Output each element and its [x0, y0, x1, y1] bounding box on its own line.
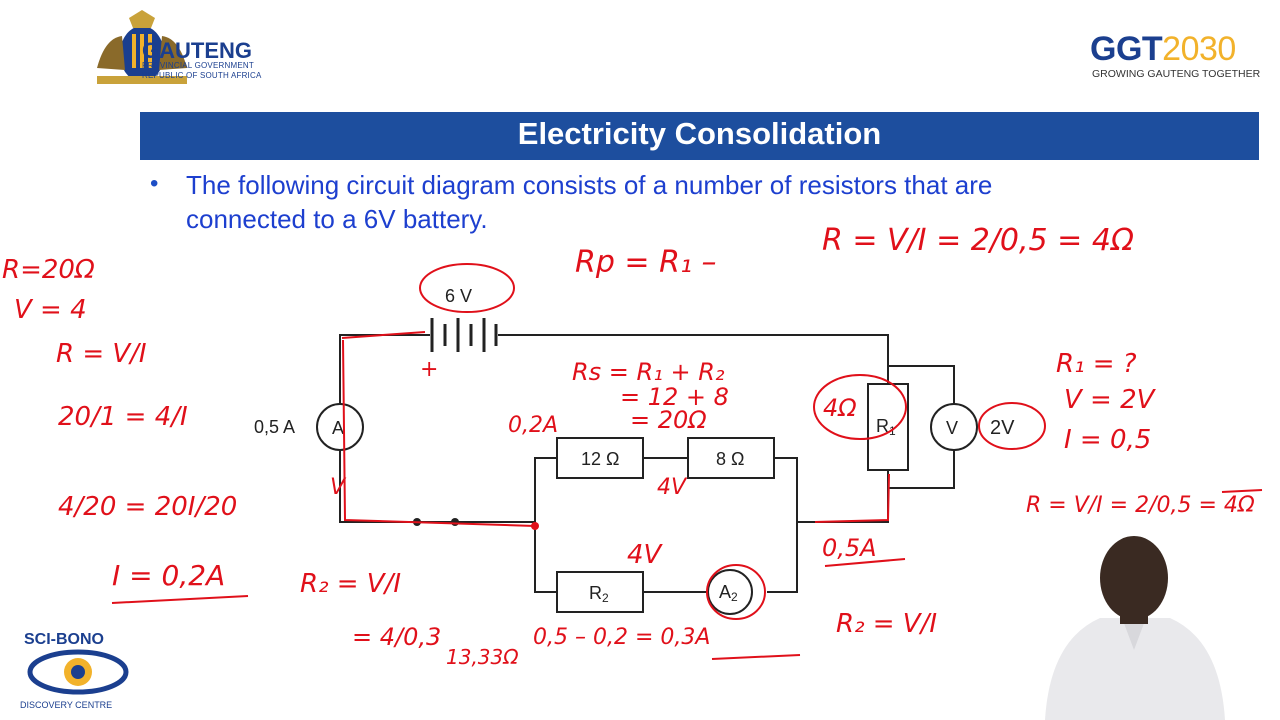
scibono-top-text: SCI-BONO [24, 631, 104, 648]
ammeter-symbol: A [332, 418, 344, 438]
battery-icon [430, 318, 498, 352]
rs-annotation-2: = 12 + 8 [620, 383, 729, 411]
resistor-8-ohm [687, 437, 775, 479]
r2-calc-annotation-3: 13,33Ω [446, 645, 519, 669]
rp-annotation: Rp = R₁ – [575, 245, 717, 280]
gauteng-coat-of-arms-icon [97, 10, 187, 84]
right-annotation-4: R = V/I = 2/0,5 = 4Ω [1026, 493, 1255, 518]
v-small-annotation: V [330, 475, 347, 500]
gov-name: GAUTENG [142, 38, 252, 63]
right-annotation-1: R₁ = ? [1056, 349, 1137, 379]
r-top-annotation: R = V/I = 2/0,5 = 4Ω [822, 223, 1134, 258]
rs-annotation-1: Rs = R₁ + R₂ [572, 358, 725, 386]
voltmeter-symbol: V [946, 418, 958, 438]
r2-bottom-annotation: R₂ = V/I [836, 609, 937, 639]
left-annotation-5: 4/20 = 20I/20 [58, 492, 237, 522]
presenter-video-icon [1045, 536, 1225, 720]
bullet-text-line-1: The following circuit diagram consists o… [186, 170, 993, 200]
current-02-annotation: 0,2A [508, 413, 558, 438]
r1-4ohm-annotation: 4Ω [823, 394, 857, 422]
current-subtraction-annotation: 0,5 – 0,2 = 0,3A [533, 625, 710, 650]
resistor-r1 [867, 383, 909, 471]
resistor-r1-label: R1 [876, 416, 896, 438]
gov-subtitle-2: REPUBLIC OF SOUTH AFRICA [142, 71, 262, 80]
resistor-12-ohm [556, 437, 644, 479]
junction-dot [451, 518, 459, 526]
slide-title: Electricity Consolidation [140, 112, 1259, 160]
gov-subtitle-1: PROVINCIAL GOVERNMENT [142, 61, 254, 70]
left-annotation-2: V = 4 [14, 295, 87, 325]
bullet-icon: • [150, 170, 159, 197]
bullet-text-line-2: connected to a 6V battery. [186, 204, 488, 234]
resistor-8-label: 8 Ω [716, 449, 744, 469]
ammeter-a2-label: A2 [719, 582, 738, 604]
ammeter-current-label: 0,5 A [254, 417, 295, 437]
right-annotation-3: I = 0,5 [1064, 425, 1151, 455]
r2-calc-annotation-2: = 4/0,3 [352, 623, 441, 651]
voltage-4v-annotation-2: 4V [627, 540, 664, 570]
scibono-logo-icon: SCI-BONO DISCOVERY CENTRE [20, 631, 129, 710]
resistor-r2 [556, 571, 644, 613]
ggt-tagline: GROWING GAUTENG TOGETHER [1092, 68, 1261, 80]
handwritten-marks [111, 263, 1263, 660]
resistor-r2-label: R2 [589, 583, 609, 605]
left-annotation-6: I = 0,2A [112, 559, 225, 592]
scibono-bottom-text: DISCOVERY CENTRE [20, 700, 112, 710]
plus-sign-annotation: + [420, 357, 438, 382]
ggt-main: GGT [1090, 30, 1163, 68]
left-annotation-1: R=20Ω [2, 255, 95, 285]
voltage-2v-annotation: 2V [990, 417, 1015, 439]
rs-annotation-3: = 20Ω [630, 406, 707, 434]
right-annotation-2: V = 2V [1064, 385, 1157, 415]
ggt-year: 2030 [1162, 30, 1236, 68]
current-05-annotation: 0,5A [822, 534, 877, 562]
ammeter-icon [316, 403, 364, 451]
left-annotation-3: R = V/I [56, 339, 147, 369]
battery-label: 6 V [445, 286, 472, 306]
voltmeter-icon [930, 403, 978, 451]
voltage-4v-annotation-1: 4V [657, 475, 688, 500]
r2-calc-annotation-1: R₂ = V/I [300, 569, 401, 599]
ggt2030-logo: GGT2030 [1090, 30, 1236, 69]
resistor-12-label: 12 Ω [581, 449, 619, 469]
left-annotation-4: 20/1 = 4/I [58, 402, 188, 432]
